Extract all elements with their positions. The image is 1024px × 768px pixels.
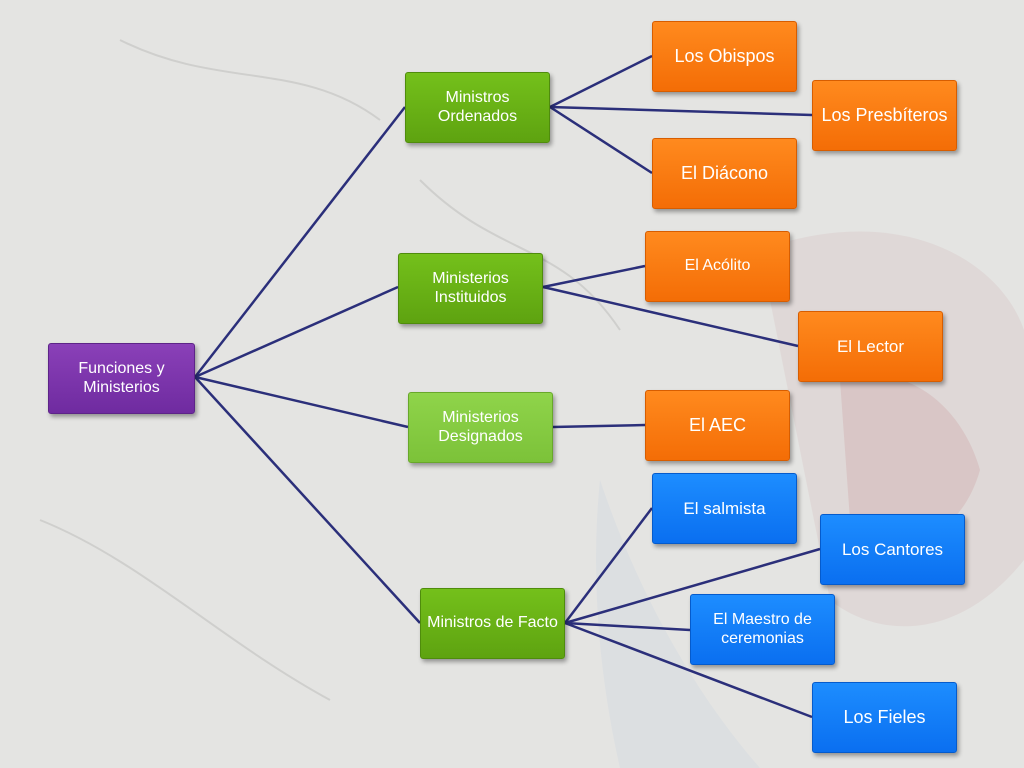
- connector-instituidos-acolito: [542, 264, 646, 289]
- connector-ordenados-presbiteros: [549, 105, 813, 117]
- connector-root-ordenados: [194, 106, 406, 378]
- connector-designados-aec: [552, 423, 646, 429]
- leaf-node-los-fieles[interactable]: Los Fieles: [812, 682, 957, 753]
- branch-node-ministerios-instituidos[interactable]: Ministerios Instituidos: [398, 253, 543, 324]
- connector-root-instituidos: [194, 285, 399, 379]
- leaf-node-el-maestro-de-ceremonias[interactable]: El Maestro de ceremonias: [690, 594, 835, 665]
- leaf-node-el-salmista[interactable]: El salmista: [652, 473, 797, 544]
- leaf-node-label: Los Cantores: [841, 539, 944, 559]
- branch-node-ministros-ordenados[interactable]: Ministros Ordenados: [405, 72, 550, 143]
- leaf-node-label: El Acólito: [684, 257, 751, 275]
- leaf-node-label: Los Presbíteros: [821, 105, 948, 126]
- root-node-funciones-y-ministerios[interactable]: Funciones y Ministerios: [48, 343, 195, 414]
- leaf-node-el-lector[interactable]: El Lector: [798, 311, 943, 382]
- root-node-label: Funciones y Ministerios: [78, 360, 165, 396]
- leaf-node-los-cantores[interactable]: Los Cantores: [820, 514, 965, 585]
- connector-facto-fieles: [564, 621, 813, 719]
- leaf-node-el-acolito[interactable]: El Acólito: [645, 231, 790, 302]
- connector-root-facto: [194, 376, 421, 624]
- connector-facto-maestro: [564, 621, 691, 632]
- leaf-node-label: Los Obispos: [674, 46, 775, 67]
- branch-node-label: Ministros Ordenados: [437, 89, 518, 125]
- leaf-node-los-presbiteros[interactable]: Los Presbíteros: [812, 80, 957, 151]
- connector-ordenados-diacono: [549, 105, 653, 175]
- leaf-node-label: El AEC: [688, 415, 747, 436]
- leaf-node-label: Los Fieles: [843, 707, 926, 728]
- leaf-node-el-aec[interactable]: El AEC: [645, 390, 790, 461]
- branch-node-label: Ministerios Instituidos: [432, 270, 509, 306]
- leaf-node-el-diacono[interactable]: El Diácono: [652, 138, 797, 209]
- leaf-node-label: El salmista: [683, 498, 766, 518]
- branch-node-label: Ministros de Facto: [427, 614, 558, 632]
- leaf-node-label: El Lector: [836, 336, 905, 356]
- connector-root-designados: [194, 375, 409, 429]
- branch-node-ministerios-designados[interactable]: Ministerios Designados: [408, 392, 553, 463]
- connector-instituidos-lector: [542, 285, 799, 348]
- leaf-node-label: El Diácono: [680, 163, 769, 184]
- leaf-node-label: El Maestro de ceremonias: [713, 611, 812, 647]
- connector-facto-salmista: [564, 507, 653, 624]
- branch-node-ministros-de-facto[interactable]: Ministros de Facto: [420, 588, 565, 659]
- connector-ordenados-obispos: [549, 54, 653, 109]
- connector-facto-cantores: [564, 547, 821, 625]
- branch-node-label: Ministerios Designados: [438, 409, 523, 445]
- leaf-node-los-obispos[interactable]: Los Obispos: [652, 21, 797, 92]
